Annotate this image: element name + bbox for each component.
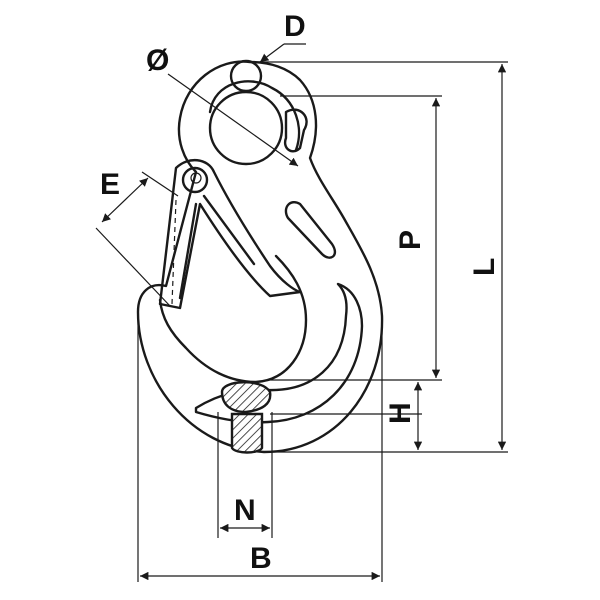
- section-bottom: [230, 412, 264, 454]
- label-N: N: [234, 494, 256, 527]
- extension-lines: [137, 61, 508, 582]
- latch-spring: [202, 194, 256, 266]
- eye-inner-rim: [208, 80, 301, 152]
- dim-line-E: [101, 177, 149, 223]
- label-P: P: [394, 230, 427, 250]
- label-B: B: [250, 542, 272, 575]
- label-D: D: [284, 10, 306, 43]
- dim-line-D: [259, 43, 285, 63]
- hook-outer-contour: [136, 60, 384, 454]
- dimension-labels: D Ø E P L H N B: [100, 10, 501, 575]
- safety-latch: [158, 159, 302, 310]
- latch-arm: [158, 159, 302, 310]
- dim-line-diameter: [167, 73, 299, 167]
- eye-side-cutout: [283, 108, 308, 153]
- section-top: [220, 381, 272, 414]
- hook-slot: [284, 201, 337, 259]
- latch-pivot: [181, 166, 209, 194]
- label-H: H: [384, 402, 417, 424]
- latch-spring-2: [178, 202, 198, 300]
- label-E: E: [100, 168, 120, 201]
- latch-pivot-pin: [190, 172, 202, 184]
- hook-throat: [158, 254, 308, 384]
- eye-hole: [208, 90, 284, 166]
- label-L: L: [468, 258, 501, 276]
- dimension-lines: [95, 43, 507, 581]
- label-diameter: Ø: [146, 44, 169, 77]
- pin-hole-d: [229, 59, 263, 93]
- hook-inner-groove: [194, 282, 364, 424]
- hook-cross-section: [220, 381, 272, 454]
